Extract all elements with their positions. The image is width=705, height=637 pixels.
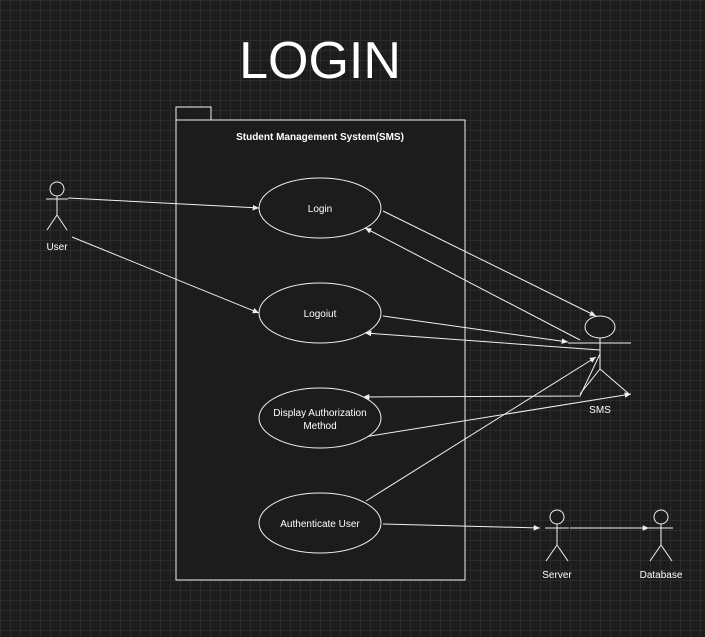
package-tab xyxy=(175,106,212,121)
connectors xyxy=(67,197,649,531)
actor-server-label: Server xyxy=(542,570,572,581)
use-case-display-label-line2: Method xyxy=(303,421,336,432)
use-case-logout-label: Logoiut xyxy=(304,309,337,320)
edge-display-sms xyxy=(363,392,632,438)
diagram-title: LOGIN xyxy=(239,32,401,90)
edge-login-sms xyxy=(382,210,597,317)
use-case-login[interactable]: Login xyxy=(258,177,382,239)
system-name: Student Management System(SMS) xyxy=(236,132,404,143)
use-case-authenticate-label: Authenticate User xyxy=(280,519,360,530)
edge-auth-server xyxy=(382,523,541,531)
edge-sms-display xyxy=(362,353,601,400)
stick-figure-icon xyxy=(568,315,631,395)
actor-database-label: Database xyxy=(640,570,683,581)
stick-figure-icon xyxy=(46,181,68,231)
edge-sms-login xyxy=(364,227,581,341)
use-case-login-label: Login xyxy=(308,204,332,215)
edge-user-login xyxy=(67,197,260,211)
edge-logout-sms xyxy=(382,315,569,344)
edge-auth-sms xyxy=(365,356,597,502)
edge-user-logout xyxy=(71,236,260,314)
stick-figure-icon xyxy=(545,509,569,562)
edge-sms-logout xyxy=(364,330,601,351)
stick-figure-icon xyxy=(649,509,673,562)
actor-user-label: User xyxy=(46,242,68,253)
actor-sms[interactable]: SMS xyxy=(568,315,631,416)
use-case-authenticate-user[interactable]: Authenticate User xyxy=(258,492,382,554)
use-case-display-authorization[interactable]: Display Authorization Method xyxy=(258,387,382,449)
actor-server[interactable]: Server xyxy=(542,509,572,581)
use-case-display-label-line1: Display Authorization xyxy=(273,408,366,419)
actor-database[interactable]: Database xyxy=(640,509,683,581)
actor-user[interactable]: User xyxy=(46,181,68,253)
use-case-logout[interactable]: Logoiut xyxy=(258,282,382,344)
actor-sms-label: SMS xyxy=(589,405,611,416)
